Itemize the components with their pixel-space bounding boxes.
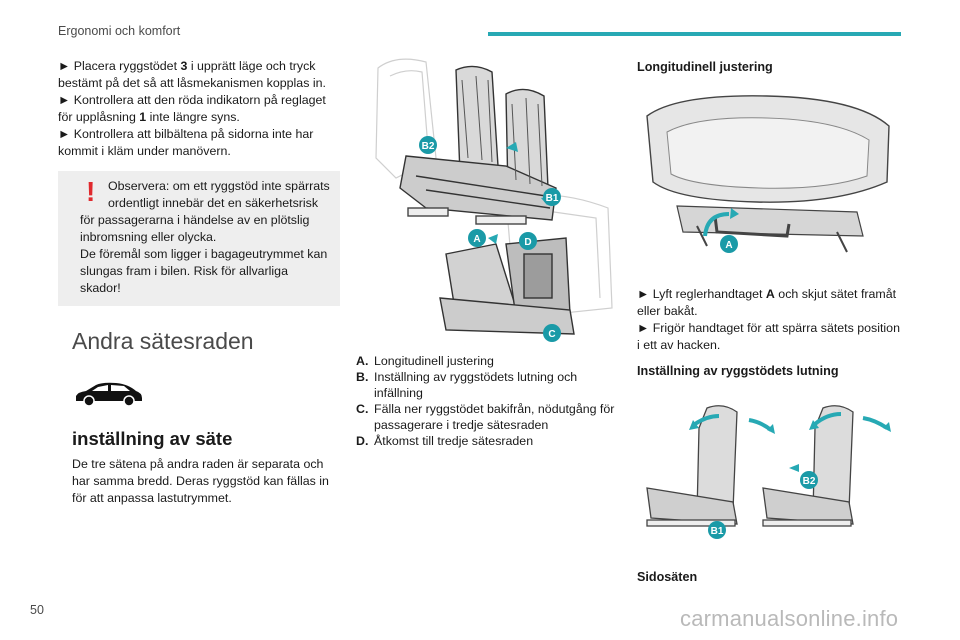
column-right: Longitudinell justering A ► Lyft reglerh… <box>637 60 901 584</box>
recline-adjustment-illustration: B1 B2 <box>646 405 891 539</box>
column-left: ► Placera ryggstödet 3 i upprätt läge oc… <box>58 58 340 507</box>
label-b2: B2 <box>422 141 435 152</box>
sub-title: inställning av säte <box>72 428 233 449</box>
watermark-site: carmanualsonline.info <box>680 606 899 631</box>
warning-box: ! Observera: om ett ryggstöd inte spärra… <box>58 171 340 306</box>
longitudinal-adjustment-illustration: A <box>637 86 899 262</box>
legend-item: C.Fälla ner ryggstödet bakifrån, nödutgå… <box>356 402 615 432</box>
header-accent-bar <box>488 32 901 36</box>
figure-legend: A.Longitudinell justering B.Inställning … <box>356 353 618 449</box>
warning-line-3: De föremål som ligger i bagageutrymmet k… <box>80 247 328 295</box>
bullet-lift-handle: ► Lyft reglerhandtaget A och skjut sätet… <box>637 287 897 318</box>
warning-icon: ! <box>86 176 96 207</box>
label-b1-small: B1 <box>711 526 724 537</box>
label-b2-small: B2 <box>803 476 816 487</box>
car-icon <box>72 381 340 412</box>
warning-line-2: för passagerarna i händelse av en plötsl… <box>80 213 310 244</box>
label-b1: B1 <box>546 193 559 204</box>
section-title: Andra sätesraden <box>72 328 254 354</box>
paragraph-1: ► Placera ryggstödet 3 i upprätt läge oc… <box>58 59 326 90</box>
legend-item: A.Longitudinell justering <box>356 354 494 368</box>
label-a-small: A <box>725 240 732 251</box>
heading-side-seats: Sidosäten <box>637 570 698 584</box>
seat-row-illustration: B2 B1 A D C <box>375 58 613 342</box>
legend-item: B.Inställning av ryggstödets lutning och… <box>356 370 578 400</box>
chapter-title: Ergonomi och komfort <box>58 24 181 38</box>
label-a: A <box>473 234 480 245</box>
label-c: C <box>548 329 555 340</box>
warning-line-1: Observera: om ett ryggstöd inte spärrats… <box>108 179 330 210</box>
heading-longitudinal: Longitudinell justering <box>637 60 773 74</box>
body-text: De tre sätena på andra raden är separata… <box>72 457 329 505</box>
paragraph-2: ► Kontrollera att den röda indikatorn på… <box>58 93 326 124</box>
heading-recline: Inställning av ryggstödets lutning <box>637 364 839 378</box>
page-number: 50 <box>30 603 44 617</box>
label-d: D <box>524 237 531 248</box>
bullet-release-handle: ► Frigör handtaget för att spärra sätets… <box>637 321 900 352</box>
legend-item: D.Åtkomst till tredje sätesraden <box>356 434 534 448</box>
paragraph-3: ► Kontrollera att bilbältena på sidorna … <box>58 127 314 158</box>
